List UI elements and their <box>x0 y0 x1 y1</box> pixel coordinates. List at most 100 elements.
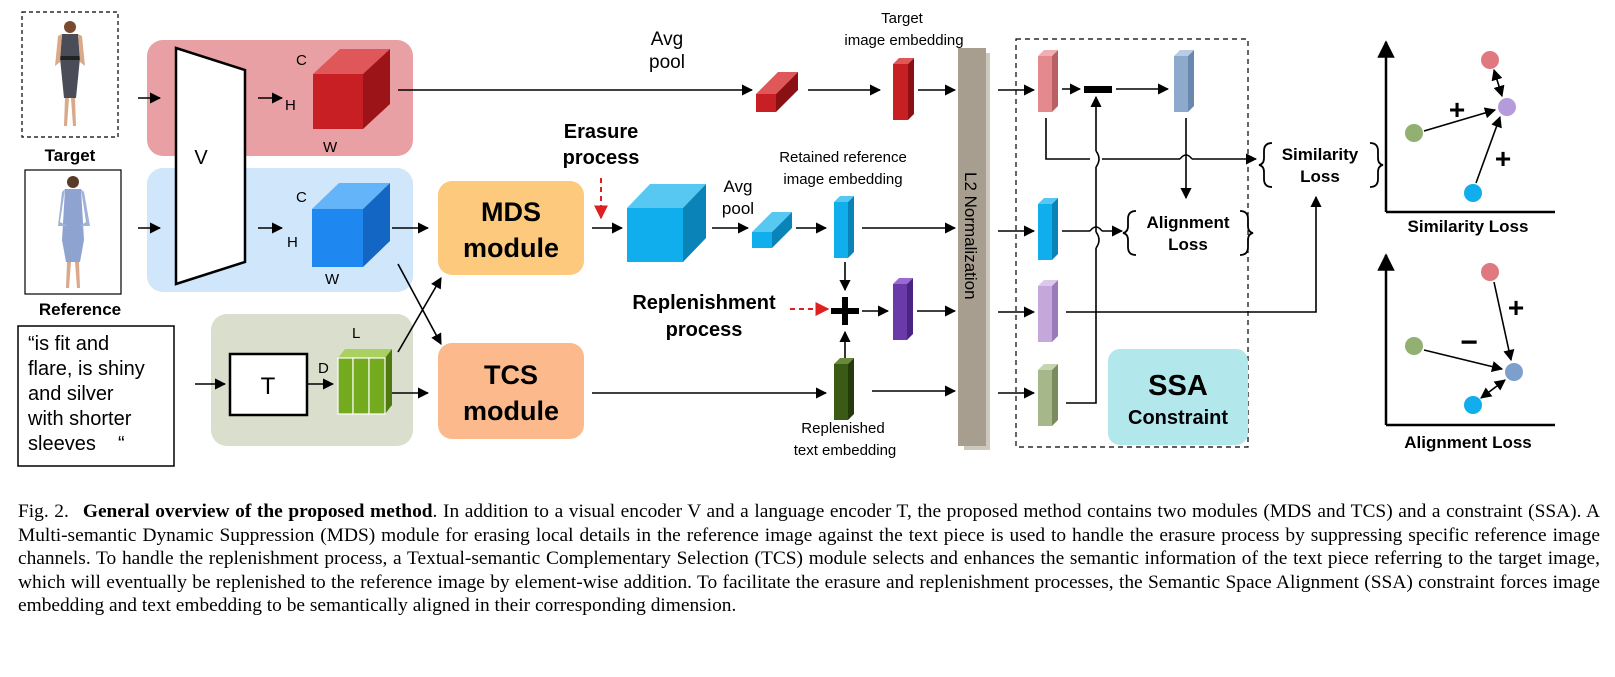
dim-d-label: D <box>318 360 329 377</box>
text-input-box: “is fit and flare, is shiny and silver w… <box>17 325 175 467</box>
retained-label-1: Retained reference <box>779 149 907 166</box>
replenished-text-embedding <box>834 358 854 420</box>
alignment-loss-label-1: Alignment <box>1146 213 1229 232</box>
pooled-reference-block <box>752 212 792 248</box>
visual-encoder-label: V <box>194 147 208 169</box>
normalized-reference-embedding <box>1038 198 1058 260</box>
avg-pool-mid-2: pool <box>722 199 754 218</box>
similarity-loss-plot: + + <box>1377 40 1555 214</box>
dim-c-label: C <box>296 189 307 206</box>
arrow <box>397 263 442 345</box>
dim-h-label: H <box>285 97 296 114</box>
plot-dot-green <box>1405 337 1423 355</box>
text-input-line: flare, is shiny <box>28 358 145 380</box>
target-label: Target <box>45 146 96 165</box>
replenishment-label-1: Replenishment <box>632 292 776 314</box>
replenished-label-2: text embedding <box>794 442 897 459</box>
similarity-loss-label-2: Loss <box>1300 167 1340 186</box>
tcs-module: TCS module <box>438 343 584 439</box>
text-input-line: “is fit and <box>28 333 109 355</box>
plot-minus-sign: − <box>1460 326 1478 359</box>
subtraction-operator <box>1084 86 1112 93</box>
caption-body: . In addition to a visual encoder V and … <box>18 501 1600 616</box>
normalized-target-embedding <box>1038 50 1058 112</box>
reference-image <box>24 169 122 295</box>
language-encoder-label: T <box>261 373 276 400</box>
target-feature-cube: H C W <box>258 49 390 156</box>
caption-figure-number: Fig. 2. <box>18 501 69 522</box>
plot-plus-sign: + <box>1495 143 1511 174</box>
dim-h-label: H <box>287 234 298 251</box>
ssa-label-1: SSA <box>1148 370 1208 402</box>
dim-w-label: W <box>323 139 338 156</box>
language-encoder: T D L <box>228 325 360 417</box>
erasure-label-1: Erasure <box>564 121 639 143</box>
connector-hop <box>1179 154 1193 160</box>
alignment-loss-plot: − + <box>1377 253 1555 427</box>
similarity-loss-node: Similarity Loss <box>1258 142 1384 188</box>
retained-label-2: image embedding <box>783 171 902 188</box>
mds-label-1: MDS <box>481 197 541 227</box>
difference-embedding <box>1174 50 1194 112</box>
connector-hop <box>1095 231 1100 249</box>
retained-embedding <box>834 196 854 258</box>
target-emb-label-2: image embedding <box>844 32 963 49</box>
plot-dot-green <box>1405 124 1423 142</box>
connector-hop <box>1089 226 1103 232</box>
dim-w-label: W <box>325 271 340 288</box>
arrow <box>397 277 442 353</box>
plot-plus-sign: + <box>1449 94 1465 125</box>
text-feature-stack <box>337 349 392 415</box>
normalized-text-embedding <box>1038 364 1058 426</box>
text-input-line: sleeves “ <box>28 433 125 455</box>
avg-pool-top-2: pool <box>649 52 685 73</box>
reference-feature-cube: H C W <box>258 183 390 288</box>
normalized-fused-embedding <box>1038 280 1058 342</box>
avg-pool-top-1: Avg <box>651 29 683 50</box>
method-diagram: Target Reference “is fit and flare, is s… <box>17 10 1555 467</box>
ssa-constraint: SSA Constraint <box>1108 349 1248 445</box>
mds-module: MDS module <box>438 181 584 275</box>
l2-label: L2 Normalization <box>961 172 980 300</box>
alignment-loss-label-2: Loss <box>1168 235 1208 254</box>
caption-title: General overview of the proposed method <box>82 501 433 522</box>
fused-embedding <box>893 278 913 340</box>
target-embedding <box>893 58 914 120</box>
dim-c-label: C <box>296 52 307 69</box>
visual-encoder: V <box>174 46 247 286</box>
target-image <box>21 11 119 138</box>
target-emb-label-1: Target <box>881 10 924 27</box>
alignment-loss-node: Alignment Loss <box>1122 210 1254 256</box>
connector <box>1045 118 1090 160</box>
tcs-label-1: TCS <box>484 360 538 390</box>
pooled-target-block <box>756 72 798 112</box>
plot-dot-lilac <box>1498 98 1516 116</box>
plot-dot-cyan <box>1464 184 1482 202</box>
mds-label-2: module <box>463 233 559 263</box>
dim-l-label: L <box>352 325 360 342</box>
replenished-label-1: Replenished <box>801 420 884 437</box>
avg-pool-mid-1: Avg <box>724 177 753 196</box>
figure-caption: Fig. 2. General overview of the proposed … <box>18 500 1600 618</box>
reference-label: Reference <box>39 300 121 319</box>
erasure-label-2: process <box>563 147 640 169</box>
plot-plus-sign: + <box>1508 292 1524 323</box>
plot-dot-red <box>1481 51 1499 69</box>
ssa-label-2: Constraint <box>1128 407 1228 429</box>
plot-dot-steel <box>1505 363 1523 381</box>
erased-feature-cube <box>627 184 706 262</box>
connector-hop <box>1095 150 1100 168</box>
tcs-label-2: module <box>463 396 559 426</box>
plot-dot-cyan <box>1464 396 1482 414</box>
connector <box>1066 248 1097 404</box>
text-input-line: and silver <box>28 383 114 405</box>
plot-similarity-title: Similarity Loss <box>1408 217 1529 236</box>
replenishment-label-2: process <box>666 319 743 341</box>
plot-dot-red <box>1481 263 1499 281</box>
plot-alignment-title: Alignment Loss <box>1404 433 1532 452</box>
addition-operator <box>831 297 859 325</box>
similarity-loss-label-1: Similarity <box>1282 145 1359 164</box>
l2-normalization-bar: L2 Normalization <box>958 48 990 450</box>
text-input-line: with shorter <box>27 408 132 430</box>
connector <box>1066 195 1322 313</box>
